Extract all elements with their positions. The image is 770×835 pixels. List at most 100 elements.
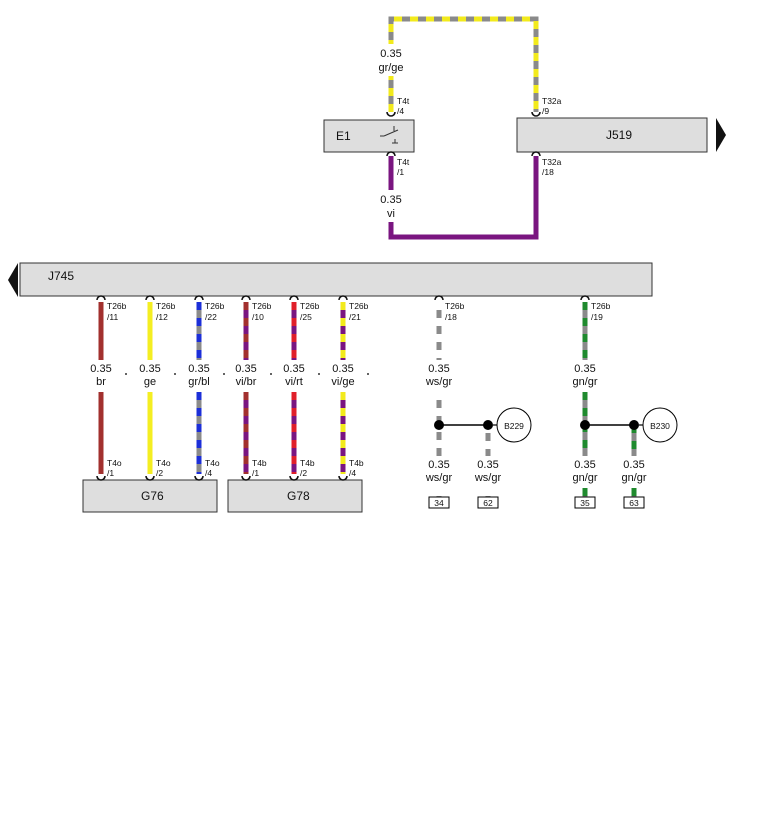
connector-icon bbox=[338, 295, 348, 301]
splice-node bbox=[434, 420, 444, 430]
connector-icon bbox=[241, 475, 251, 481]
connector-icon bbox=[96, 475, 106, 481]
e1-switch: E1 bbox=[323, 119, 415, 153]
wire-size-label: 0.35 bbox=[332, 363, 353, 375]
wire-size-label: 0.35 bbox=[428, 363, 449, 375]
j745-box bbox=[19, 262, 653, 297]
pin-label: T26b bbox=[107, 301, 127, 311]
pin-label: T4b bbox=[300, 458, 315, 468]
pin-number-label: /19 bbox=[591, 312, 603, 322]
pin-label: T26b bbox=[252, 301, 272, 311]
reference-box bbox=[477, 496, 499, 509]
pin-label: T26b bbox=[591, 301, 611, 311]
wires-layer bbox=[98, 16, 637, 497]
wire-code-label: ws/gr bbox=[474, 472, 502, 484]
g76-sensor: G76 bbox=[82, 479, 218, 513]
pin-number-label: /10 bbox=[252, 312, 264, 322]
pin-number-label: /9 bbox=[542, 106, 549, 116]
pin-number-label: /25 bbox=[300, 312, 312, 322]
wire-size-label: 0.35 bbox=[188, 363, 209, 375]
connector-icon bbox=[531, 111, 541, 117]
pin-label: T4o bbox=[205, 458, 220, 468]
g76-label: G76 bbox=[141, 489, 164, 503]
wire-code-label: br bbox=[96, 376, 106, 388]
pin-label: T4o bbox=[156, 458, 171, 468]
separator-dot bbox=[367, 373, 369, 375]
e1-label: E1 bbox=[336, 129, 351, 143]
separator-dot bbox=[270, 373, 272, 375]
pin-label: T4b bbox=[349, 458, 364, 468]
arrow-right-icon bbox=[716, 118, 726, 152]
reference-number: 62 bbox=[483, 498, 493, 508]
wire-size-label: 0.35 bbox=[477, 459, 498, 471]
pin-number-label: /2 bbox=[300, 468, 307, 478]
splice-node bbox=[483, 420, 493, 430]
wire-size-label: 0.35 bbox=[139, 363, 160, 375]
wire-size-label: 0.35 bbox=[283, 363, 304, 375]
pin-number-label: /18 bbox=[445, 312, 457, 322]
arrow-left-icon bbox=[8, 263, 18, 297]
g78-label: G78 bbox=[287, 489, 310, 503]
j745-label: J745 bbox=[48, 269, 74, 283]
splice-node bbox=[580, 420, 590, 430]
wire-size-label: 0.35 bbox=[623, 459, 644, 471]
g76-box bbox=[82, 479, 218, 513]
wire-code-label: gn/gr bbox=[572, 472, 597, 484]
wire-code-label: vi/br bbox=[236, 376, 257, 388]
connector-icon bbox=[386, 111, 396, 117]
connector-icon bbox=[194, 475, 204, 481]
pin-number-label: /21 bbox=[349, 312, 361, 322]
separator-dot bbox=[125, 373, 127, 375]
pin-label: T26b bbox=[349, 301, 369, 311]
splice-node bbox=[629, 420, 639, 430]
j745-unit: J745 bbox=[8, 262, 653, 297]
pin-number-label: /1 bbox=[397, 167, 404, 177]
wire-code-label: gr/ge bbox=[378, 62, 403, 74]
pin-label: T4b bbox=[252, 458, 267, 468]
g78-box bbox=[227, 479, 363, 513]
pin-number-label: /2 bbox=[156, 468, 163, 478]
wire-code-label: ws/gr bbox=[425, 472, 453, 484]
reference-box bbox=[428, 496, 450, 509]
pin-label: T32a bbox=[542, 157, 562, 167]
connector-icon bbox=[145, 475, 155, 481]
connector-icon bbox=[145, 295, 155, 301]
pin-number-label: /4 bbox=[349, 468, 356, 478]
g78-sensor: G78 bbox=[227, 479, 363, 513]
wire-code-label: ws/gr bbox=[425, 376, 453, 388]
ground-point-label: B229 bbox=[504, 421, 524, 431]
connector-icon bbox=[531, 151, 541, 157]
connector-icon bbox=[338, 475, 348, 481]
pin-number-label: /11 bbox=[107, 312, 118, 322]
wire-gr-ge bbox=[388, 16, 539, 112]
wire-code-label: vi bbox=[387, 208, 395, 220]
connector-icon bbox=[289, 295, 299, 301]
separator-dot bbox=[174, 373, 176, 375]
wire-size-label: 0.35 bbox=[428, 459, 449, 471]
pin-label: T26b bbox=[300, 301, 320, 311]
reference-box bbox=[574, 496, 596, 509]
wire-size-label: 0.35 bbox=[380, 194, 401, 206]
ground-point-circle bbox=[496, 407, 532, 443]
ground-point-circle bbox=[642, 407, 678, 443]
connector-icon bbox=[386, 151, 396, 157]
ground-point-label: B230 bbox=[650, 421, 670, 431]
j519-unit: J519 bbox=[516, 117, 726, 153]
wire-code-label: gn/gr bbox=[572, 376, 597, 388]
wire-size-label: 0.35 bbox=[574, 459, 595, 471]
pin-number-label: /1 bbox=[252, 468, 259, 478]
wire-code-label: gn/gr bbox=[621, 472, 646, 484]
pin-number-label: /1 bbox=[107, 468, 114, 478]
reference-number: 63 bbox=[629, 498, 639, 508]
connector-icon bbox=[580, 295, 590, 301]
reference-box bbox=[623, 496, 645, 509]
wire-code-label: vi/ge bbox=[331, 376, 354, 388]
wire-size-label: 0.35 bbox=[90, 363, 111, 375]
pin-number-label: /4 bbox=[205, 468, 212, 478]
wire-vi bbox=[388, 156, 539, 240]
wire-code-label: gr/bl bbox=[188, 376, 209, 388]
j519-label: J519 bbox=[606, 128, 632, 142]
wire-size-label: 0.35 bbox=[235, 363, 256, 375]
wire-size-label: 0.35 bbox=[380, 48, 401, 60]
